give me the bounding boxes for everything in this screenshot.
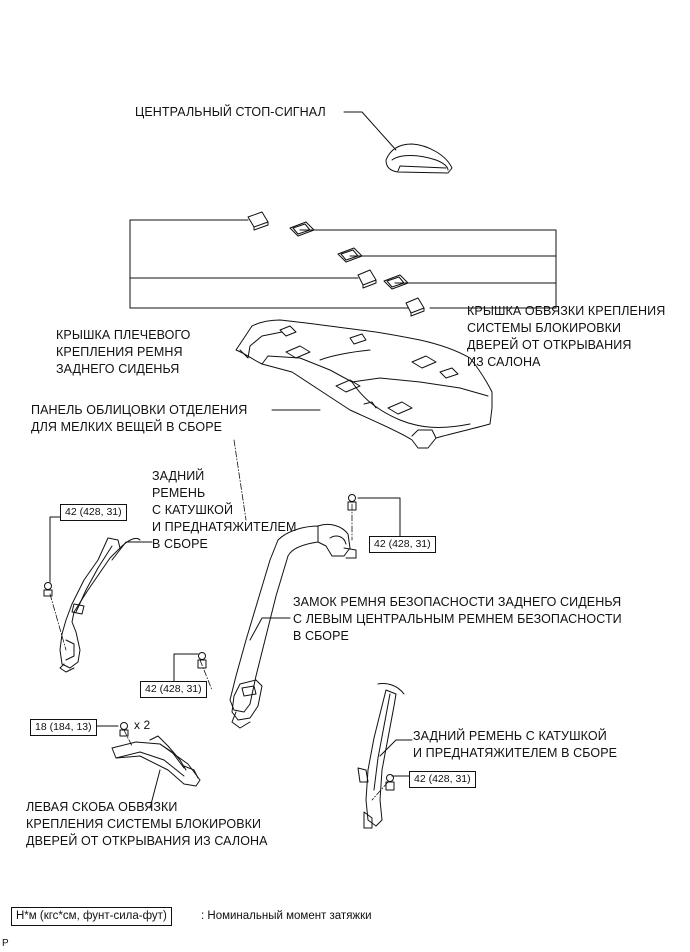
center-stop-light [385,143,453,174]
center-buckle-belt [197,494,357,729]
corner-mark: P [2,938,9,949]
torque-box-bracket: 18 (184, 13) [30,719,97,736]
torque-box-right-belt: 42 (428, 31) [409,771,476,788]
label-left-lock-bracket: ЛЕВАЯ СКОБА ОБВЯЗКИ КРЕПЛЕНИЯ СИСТЕМЫ БЛ… [26,800,268,848]
torque-box-buckle-bottom: 42 (428, 31) [140,681,207,698]
label-shoulder-anchor-cover: КРЫШКА ПЛЕЧЕВОГО КРЕПЛЕНИЯ РЕМНЯ ЗАДНЕГО… [56,328,191,376]
right-rear-belt [357,683,405,829]
label-center-buckle: ЗАМОК РЕМНЯ БЕЗОПАСНОСТИ ЗАДНЕГО СИДЕНЬЯ… [293,595,622,643]
legend-unit-box: Н*м (кгс*см, фунт-сила-фут) [11,907,172,926]
shoulder-covers [247,211,425,317]
label-lock-cover: КРЫШКА ОБВЯЗКИ КРЕПЛЕНИЯ СИСТЕМЫ БЛОКИРО… [467,304,666,369]
torque-box-left-belt: 42 (428, 31) [60,504,127,521]
label-package-tray-panel: ПАНЕЛЬ ОБЛИЦОВКИ ОТДЕЛЕНИЯ ДЛЯ МЕЛКИХ ВЕ… [31,403,248,434]
label-left-rear-belt: ЗАДНИЙ РЕМЕНЬ С КАТУШКОЙ И ПРЕДНАТЯЖИТЕЛ… [152,469,297,551]
left-rear-belt [43,537,141,673]
lock-covers [289,221,409,290]
label-center-stop-light: ЦЕНТРАЛЬНЫЙ СТОП-СИГНАЛ [135,105,326,119]
left-lock-bracket [111,722,201,787]
legend-description: : Номинальный момент затяжки [201,910,372,922]
torque-box-buckle-top: 42 (428, 31) [369,536,436,553]
label-right-rear-belt: ЗАДНИЙ РЕМЕНЬ С КАТУШКОЙ И ПРЕДНАТЯЖИТЕЛ… [413,729,618,760]
bolt-quantity: x 2 [134,718,151,732]
leader-lines [49,111,557,809]
package-tray-panel [235,319,493,449]
